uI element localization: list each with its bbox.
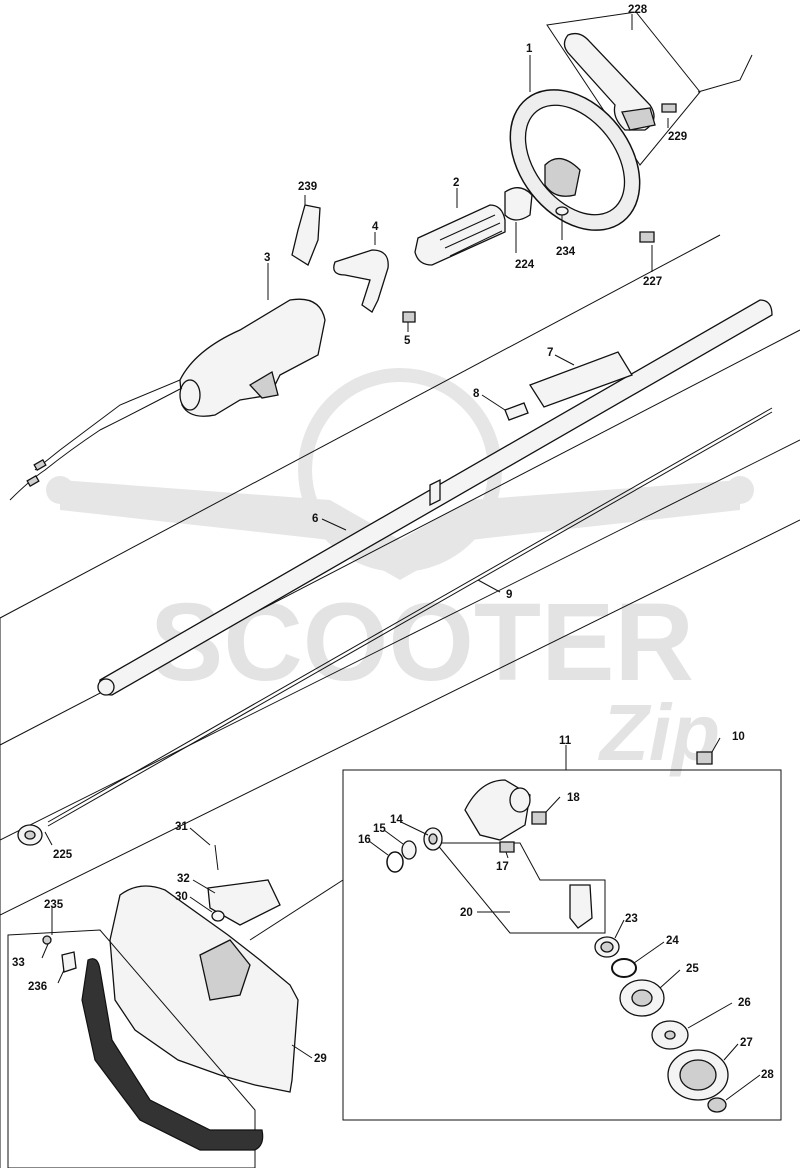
shaft-tube-part-6 bbox=[97, 299, 773, 696]
guard-part-29 bbox=[109, 885, 299, 1093]
callout-8: 8 bbox=[473, 388, 480, 400]
callout-4: 4 bbox=[372, 221, 379, 233]
callout-225: 225 bbox=[53, 849, 73, 861]
callout-26: 26 bbox=[738, 997, 751, 1009]
screw-part-33 bbox=[42, 935, 52, 945]
label-part-8 bbox=[504, 402, 529, 421]
ring-part-24 bbox=[611, 958, 637, 978]
callout-234: 234 bbox=[556, 246, 576, 258]
callout-31: 31 bbox=[175, 821, 188, 833]
callout-224: 224 bbox=[515, 259, 535, 271]
callout-32: 32 bbox=[177, 873, 190, 885]
guard-bracket-part-32 bbox=[207, 879, 281, 926]
blade-part-236 bbox=[61, 951, 77, 973]
callout-239: 239 bbox=[298, 181, 317, 193]
label-part-7 bbox=[529, 351, 633, 408]
bracket-plate-part-239 bbox=[291, 204, 321, 266]
leader-lines bbox=[41, 14, 761, 1101]
callout-16: 16 bbox=[358, 834, 371, 846]
bolt-part-227 bbox=[639, 231, 655, 243]
callout-25: 25 bbox=[686, 963, 699, 975]
callout-228: 228 bbox=[628, 4, 648, 16]
nut-part-28 bbox=[707, 1097, 727, 1113]
washer-part-26 bbox=[651, 1020, 689, 1050]
callout-5: 5 bbox=[404, 335, 411, 347]
bolt-part-10 bbox=[696, 751, 713, 765]
throttle-cable bbox=[9, 379, 183, 501]
callout-10: 10 bbox=[732, 731, 745, 743]
callout-229: 229 bbox=[668, 131, 687, 143]
gearcase-box bbox=[342, 769, 782, 1121]
cover-part-27 bbox=[667, 1049, 729, 1101]
handle-grip-part-228 bbox=[563, 32, 656, 131]
drive-shaft-part-9 bbox=[47, 407, 773, 827]
washer-part-15 bbox=[401, 840, 417, 860]
spacer-part-225 bbox=[17, 824, 43, 846]
nut-part-18 bbox=[531, 811, 547, 825]
throttle-housing-part-3 bbox=[179, 298, 326, 417]
screw-part-229 bbox=[661, 103, 677, 113]
callout-27: 27 bbox=[740, 1037, 753, 1049]
watermark: SCOOTER Zip bbox=[46, 368, 754, 777]
shaft-part-20 bbox=[569, 884, 593, 929]
callout-15: 15 bbox=[373, 823, 386, 835]
callout-labels: 1 2 3 4 5 6 7 8 9 10 11 14 15 16 17 18 2… bbox=[12, 4, 774, 1081]
callout-20: 20 bbox=[460, 907, 473, 919]
callout-227: 227 bbox=[643, 276, 662, 288]
washer-part-30 bbox=[211, 910, 225, 922]
callout-9: 9 bbox=[506, 589, 512, 601]
callout-1: 1 bbox=[526, 43, 533, 55]
callout-235: 235 bbox=[44, 899, 64, 911]
bolt-part-17 bbox=[499, 841, 515, 853]
line-cutter-part-235 bbox=[81, 958, 264, 1151]
holder-part-25 bbox=[619, 979, 665, 1017]
callout-24: 24 bbox=[666, 935, 679, 947]
nut-part-234 bbox=[555, 206, 569, 216]
callout-28: 28 bbox=[761, 1069, 774, 1081]
watermark-brand: SCOOTER bbox=[150, 581, 694, 704]
callout-11: 11 bbox=[559, 735, 572, 747]
screw-part-5 bbox=[402, 311, 416, 323]
callout-18: 18 bbox=[567, 792, 580, 804]
callout-17: 17 bbox=[496, 861, 509, 873]
clamp-part-224 bbox=[504, 187, 533, 221]
callout-6: 6 bbox=[312, 513, 318, 525]
callout-30: 30 bbox=[175, 891, 188, 903]
bearing-part-23 bbox=[594, 936, 620, 958]
callout-33: 33 bbox=[12, 957, 25, 969]
callout-236: 236 bbox=[28, 981, 47, 993]
bearing-part-14 bbox=[423, 827, 443, 851]
callout-7: 7 bbox=[547, 347, 553, 359]
bolt-part-31 bbox=[214, 844, 219, 871]
callout-23: 23 bbox=[625, 913, 638, 925]
callout-29: 29 bbox=[314, 1053, 327, 1065]
gear-case-part-11 bbox=[464, 779, 531, 841]
callout-2: 2 bbox=[453, 177, 459, 189]
circlip-part-16 bbox=[386, 851, 404, 873]
grip-sleeve-part-2 bbox=[414, 204, 506, 266]
loop-handle-part-1 bbox=[509, 89, 641, 231]
callout-3: 3 bbox=[264, 252, 270, 264]
bracket-part-4 bbox=[333, 249, 389, 313]
callout-14: 14 bbox=[390, 814, 403, 826]
